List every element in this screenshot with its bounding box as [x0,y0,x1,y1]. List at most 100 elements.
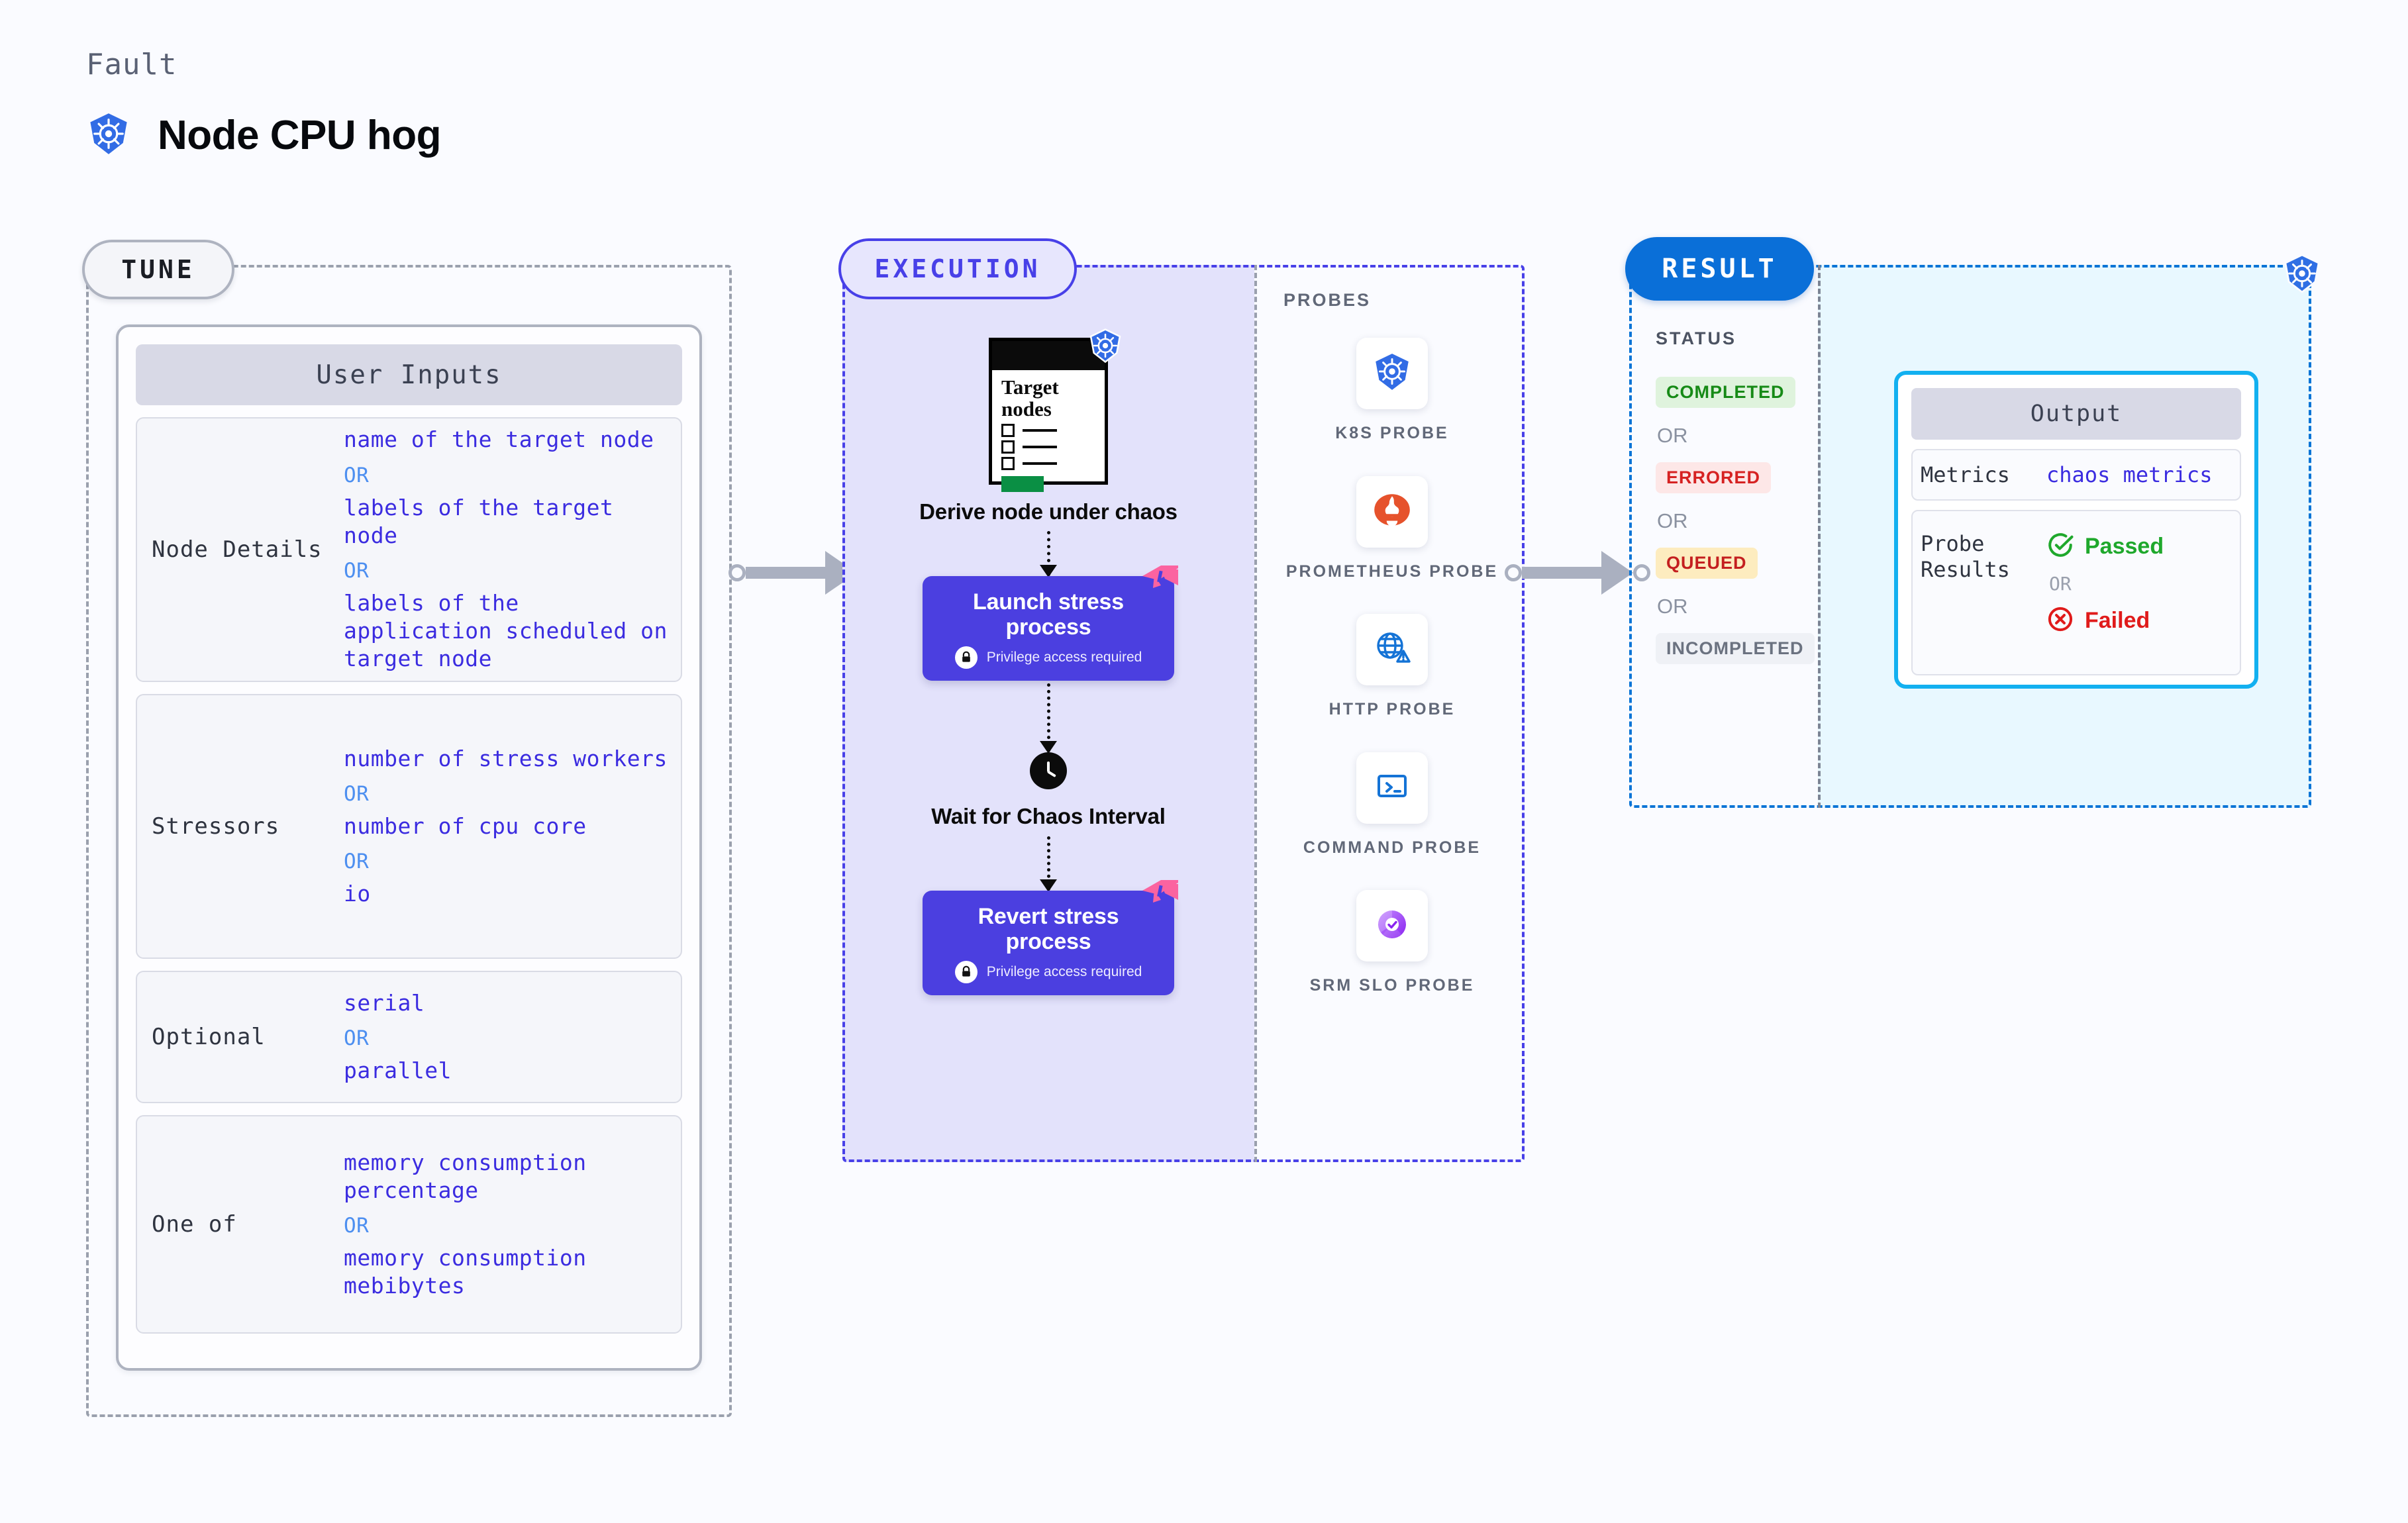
probe-label: K8S PROBE [1335,424,1449,442]
output-label: Metrics [1921,462,2010,487]
card-titlebar [992,341,1105,370]
probe-item-srm-slo[interactable]: SRM SLO PROBE [1260,890,1525,997]
probe-item-command[interactable]: COMMAND PROBE [1260,752,1525,859]
probe-item-prometheus[interactable]: PROMETHEUS PROBE [1260,475,1525,583]
execution-pill[interactable]: EXECUTION [838,238,1077,299]
step-label-derive: Derive node under chaos [919,499,1178,524]
output-row-metrics: Metrics chaos metrics [1911,449,2241,501]
lock-icon [954,960,978,983]
privilege-note: Privilege access required [934,646,1162,669]
output-value: chaos metrics [2046,462,2213,488]
checkbox-row [992,454,1105,470]
checkbox-row [992,437,1105,454]
status-title: STATUS [1656,328,1736,348]
connector-dot [1505,564,1522,581]
arrow-head-icon [1040,565,1057,578]
probe-tile [1356,475,1428,548]
output-card: Output Metrics chaos metrics Probe Resul… [1894,371,2258,689]
row-values: name of the target node OR labels of the… [344,422,674,677]
value-text: memory consumption percentage [344,1149,587,1203]
or-separator: OR [344,1026,370,1050]
or-separator: OR [2049,573,2072,595]
privilege-text: Privilege access required [986,963,1142,979]
user-inputs-title: User Inputs [136,344,682,405]
srm-slo-icon [1371,903,1413,949]
result-pill-label: RESULT [1662,254,1778,284]
placeholder-line [1023,428,1057,432]
status-badge-errored: ERRORED [1656,462,1772,493]
input-row-one-of: One of memory consumption percentage OR … [136,1115,682,1334]
connector-bar [1522,567,1603,579]
probe-tile [1356,752,1428,824]
step-label-wait: Wait for Chaos Interval [931,804,1166,829]
fault-kicker: Fault [86,48,177,81]
connector-dot [728,564,746,581]
failed-label: Failed [2085,608,2150,634]
x-circle-icon [2046,605,2074,636]
row-values: serial OR parallel [344,985,674,1089]
checkbox-row [992,420,1105,437]
prometheus-icon [1370,488,1414,535]
or-separator: OR [344,850,370,874]
input-row-node-details: Node Details name of the target node OR … [136,417,682,682]
status-badge-completed: COMPLETED [1656,377,1795,408]
row-label: Node Details [152,536,323,563]
probe-item-http[interactable]: HTTP PROBE [1260,614,1525,720]
arrow-head-icon [1040,879,1057,892]
arrow-stem [1047,531,1050,577]
step-launch-stress-process[interactable]: Launch stress process Privilege access r… [923,565,1178,681]
checkbox-icon [1001,440,1015,454]
execution-dashed-border [842,265,1525,1162]
status-badge-incompleted: INCOMPLETED [1656,633,1815,664]
or-separator: OR [344,463,370,487]
probe-result-passed: Passed [2046,531,2164,562]
connector-dot [1633,564,1650,581]
row-values: number of stress workers OR number of cp… [344,741,674,912]
page-title: Node CPU hog [158,113,441,158]
privilege-note: Privilege access required [934,960,1162,983]
value-text: io [344,881,371,907]
value-text: parallel [344,1057,452,1083]
user-inputs-card: User Inputs Node Details name of the tar… [116,324,702,1371]
row-label: One of [152,1211,237,1238]
output-title: Output [1911,388,2241,440]
or-separator: OR [344,781,370,806]
input-row-stressors: Stressors number of stress workers OR nu… [136,694,682,959]
terminal-icon [1371,765,1413,811]
arrow-head-icon [1040,741,1057,754]
step-revert-stress-process[interactable]: Revert stress process Privilege access r… [923,879,1178,995]
flow-arrow [1040,836,1057,892]
probe-tile [1356,338,1428,409]
target-nodes-title: Target nodes [1001,375,1059,420]
placeholder-line [1023,462,1057,465]
checkbox-icon [1001,456,1015,470]
value-text: serial [344,989,425,1016]
or-separator: OR [1657,595,1688,618]
value-text: number of stress workers [344,745,668,771]
row-values: memory consumption percentage OR memory … [344,1145,674,1304]
or-separator: OR [344,1214,370,1238]
row-label: Stressors [152,813,280,840]
flow-arrow [1040,683,1057,754]
connector-execution-to-result [1505,551,1650,595]
probe-label: PROMETHEUS PROBE [1285,562,1499,581]
probe-label: HTTP PROBE [1329,700,1456,718]
result-pill[interactable]: RESULT [1625,237,1814,301]
step-title: Launch stress process [973,589,1124,640]
probes-list: K8S PROBE PROMETHEUS PROBE [1260,338,1525,1028]
execution-probes-divider [1254,265,1257,1162]
tune-pill[interactable]: TUNE [82,240,234,299]
result-region: RESULT STATUS COMPLETED OR ERRORED OR QU… [1625,237,2311,808]
probe-item-k8s[interactable]: K8S PROBE [1260,338,1525,444]
output-row-probe-results: Probe Results Passed OR Failed [1911,510,2241,676]
probe-label: SRM SLO PROBE [1309,976,1475,995]
input-row-optional: Optional serial OR parallel [136,971,682,1103]
lock-icon [954,646,978,669]
probe-result-failed: Failed [2046,605,2164,636]
passed-label: Passed [2085,534,2164,560]
check-circle-icon [2046,531,2074,562]
placeholder-line [1023,445,1057,448]
status-badge-queued: QUEUED [1656,548,1758,579]
harness-ribbon-icon [1141,565,1178,603]
